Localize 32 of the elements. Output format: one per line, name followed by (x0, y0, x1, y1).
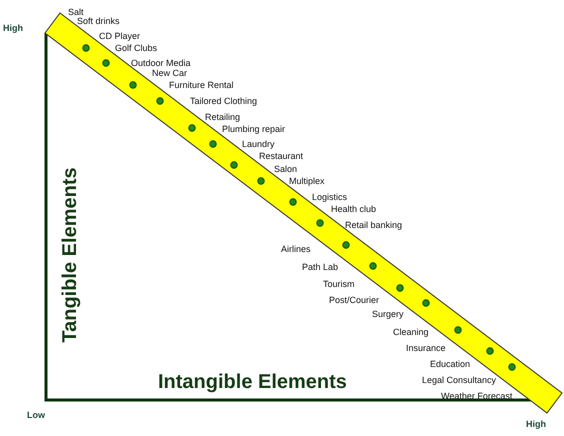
item-label: Plumbing repair (222, 124, 286, 134)
item-label: Retailing (205, 112, 240, 122)
item-label: Retail banking (345, 220, 402, 230)
item-label: Outdoor Media (131, 58, 191, 68)
item-label: Surgery (372, 309, 404, 319)
item-label: Logistics (312, 192, 348, 202)
item-label: Restaurant (259, 151, 304, 161)
item-label: Legal Consultancy (422, 375, 496, 385)
item-label: Furniture Rental (169, 80, 234, 90)
item-label: Tourism (323, 279, 355, 289)
item-label: Weather Forecast (441, 391, 512, 401)
item-label: Tailored Clothing (190, 96, 258, 106)
item-label: Golf Clubs (115, 43, 158, 53)
axis-label: High (526, 419, 546, 429)
axis-label: Low (27, 410, 45, 420)
axis-title: Tangible Elements (59, 166, 81, 345)
item-label: Soft drinks (77, 16, 120, 26)
axis-label: High (3, 23, 23, 33)
item-label: Laundry (242, 139, 275, 149)
item-label: Cleaning (393, 327, 429, 337)
item-label: New Car (152, 68, 188, 78)
item-label: Salon (274, 164, 298, 174)
item-label: Salt (68, 7, 84, 17)
item-label: Multiplex (289, 176, 325, 186)
item-label: CD Player (99, 31, 140, 41)
item-label: Education (430, 359, 470, 369)
item-label: Airlines (281, 244, 311, 254)
item-label: Insurance (406, 343, 446, 353)
item-label: Health club (331, 204, 376, 214)
item-label: Post/Courier (329, 295, 380, 305)
axis-title: Intangible Elements (158, 371, 347, 393)
item-label: Path Lab (302, 262, 338, 272)
